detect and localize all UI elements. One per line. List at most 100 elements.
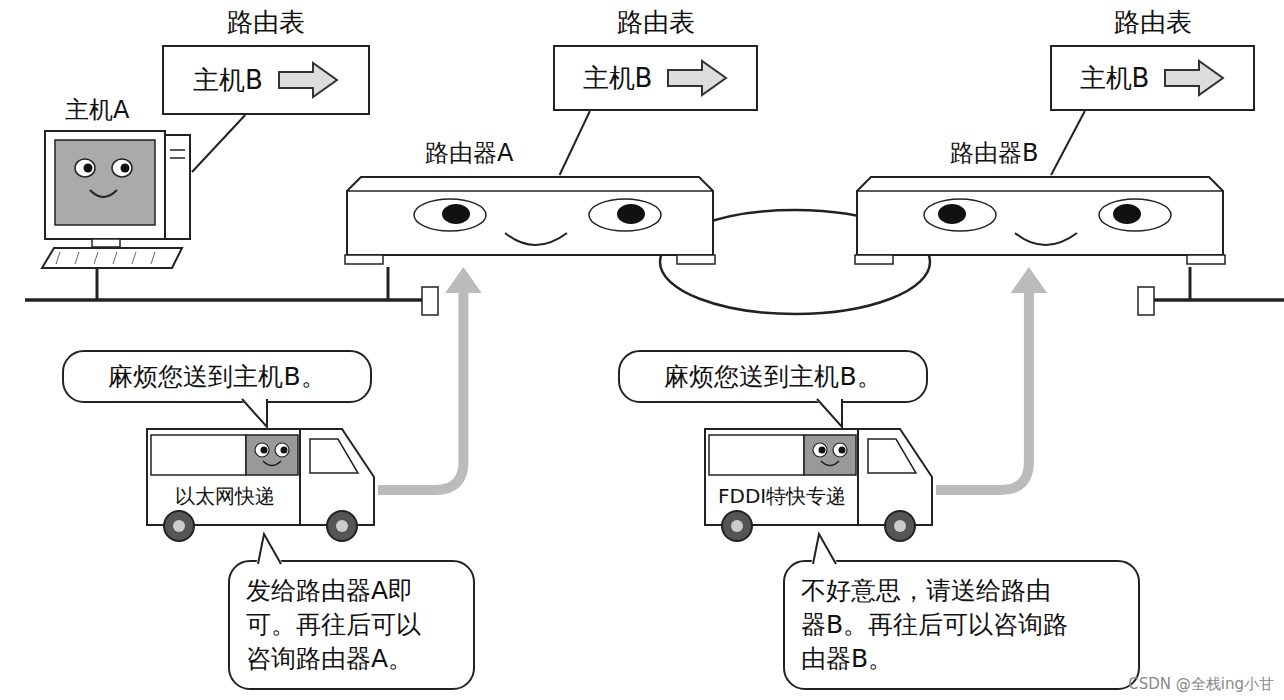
router-label: 路由器A xyxy=(425,137,513,169)
router-stub xyxy=(387,267,390,300)
leader-line xyxy=(192,115,245,172)
keyboard-key xyxy=(75,252,79,264)
terminator xyxy=(422,287,438,315)
cab-window xyxy=(310,439,358,473)
router-foot xyxy=(345,255,383,264)
truck-text: FDDI特快专递 xyxy=(718,483,846,510)
arrow-icon xyxy=(666,59,728,97)
routing-table: 路由表主机B xyxy=(162,45,370,115)
host-stub xyxy=(96,268,99,300)
table-title: 路由表 xyxy=(1052,5,1253,40)
wheel xyxy=(164,511,194,541)
ethernet-bus xyxy=(25,298,432,302)
cargo-box xyxy=(147,429,302,525)
bubble-tail xyxy=(815,399,855,431)
eye xyxy=(75,159,95,177)
smile xyxy=(505,233,567,245)
eye xyxy=(275,443,289,457)
eye xyxy=(1099,199,1171,231)
arrow-icon xyxy=(1163,59,1225,97)
tail-line xyxy=(817,399,842,427)
router-foot xyxy=(855,255,893,264)
bubble-tail xyxy=(811,532,851,564)
connector-line xyxy=(560,111,590,175)
eye xyxy=(833,443,847,457)
cargo-panel xyxy=(151,435,246,475)
router-label: 路由器B xyxy=(950,137,1038,169)
connector-line xyxy=(192,115,245,172)
cargo-panel xyxy=(709,435,804,475)
truck-cab xyxy=(300,429,374,525)
eye xyxy=(589,199,661,231)
terminator xyxy=(1138,287,1154,315)
host-computer: 主机A xyxy=(40,130,192,270)
connector-line xyxy=(1051,111,1085,175)
tail-line xyxy=(258,534,281,564)
smile xyxy=(821,461,839,466)
callout-text: 发给路由器A即 可。再往后可以 咨询路由器A。 xyxy=(246,574,457,675)
bubble-tail xyxy=(256,532,296,564)
cargo-box xyxy=(705,429,860,525)
arrow-icon xyxy=(277,61,339,99)
stand xyxy=(92,239,120,247)
router-body xyxy=(347,177,713,255)
speech-text: 麻烦您送到主机B。 xyxy=(108,360,325,393)
router-foot xyxy=(1187,255,1225,264)
tower xyxy=(165,135,190,239)
face-panel xyxy=(804,435,856,475)
routing-table: 路由表主机B xyxy=(1050,45,1255,111)
eye xyxy=(813,443,827,457)
connector-line xyxy=(378,291,463,490)
pupil xyxy=(261,447,268,454)
leader-line xyxy=(560,111,590,175)
eye xyxy=(255,443,269,457)
eye xyxy=(112,159,132,177)
keyboard-key xyxy=(151,252,155,264)
table-title: 路由表 xyxy=(164,5,368,40)
arrow-icon xyxy=(279,63,337,97)
watermark: CSDN @全栈ing小甘 xyxy=(1128,675,1274,694)
truck-text: 以太网快递 xyxy=(175,483,275,510)
arrow-icon xyxy=(668,61,726,95)
table-entry: 主机B xyxy=(193,63,263,98)
drive-slot xyxy=(170,149,185,151)
routing-table: 路由表主机B xyxy=(553,45,758,111)
tail-line xyxy=(242,399,267,427)
screen xyxy=(55,140,155,225)
table-title: 路由表 xyxy=(555,5,756,40)
pupil xyxy=(1113,204,1141,224)
smile xyxy=(1015,233,1077,245)
tail-fill xyxy=(256,534,283,564)
router-body xyxy=(857,177,1223,255)
leader-line xyxy=(1051,111,1085,175)
router-foot xyxy=(677,255,715,264)
keyboard-key xyxy=(94,252,98,264)
eye xyxy=(924,199,996,231)
keyboard xyxy=(42,248,182,268)
router: 路由器B xyxy=(855,175,1225,267)
arrow-head xyxy=(1011,267,1047,293)
connector-line xyxy=(936,291,1029,490)
delivery-truck: FDDI特快专递 xyxy=(703,425,936,543)
tail-fill xyxy=(811,534,838,564)
pupil xyxy=(617,204,645,224)
eye xyxy=(414,199,486,231)
pupil xyxy=(938,204,966,224)
speech-bubble: 麻烦您送到主机B。 xyxy=(62,350,372,403)
face-panel xyxy=(246,435,298,475)
arrow-icon xyxy=(1165,61,1223,95)
pupil xyxy=(281,447,288,454)
delivery-arrow xyxy=(378,267,482,490)
pupil xyxy=(839,447,846,454)
pupil xyxy=(819,447,826,454)
keyboard-key xyxy=(56,252,60,264)
speech-text: 麻烦您送到主机B。 xyxy=(664,360,881,393)
hub xyxy=(731,520,743,532)
router-stub xyxy=(1189,267,1192,300)
router-edge xyxy=(857,190,1223,192)
pupil xyxy=(442,204,470,224)
table-entry: 主机B xyxy=(583,61,653,96)
wheel xyxy=(885,511,915,541)
keyboard-key xyxy=(132,252,136,264)
